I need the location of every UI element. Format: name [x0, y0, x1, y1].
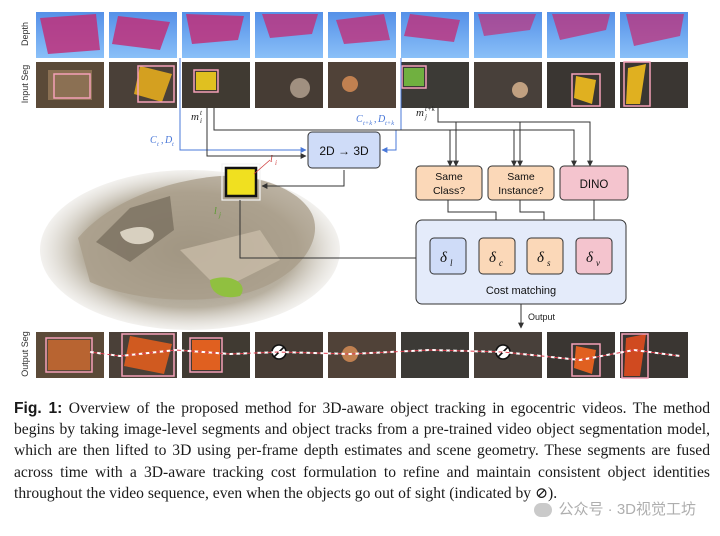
- edge-depth-t-to-lift: [179, 58, 307, 153]
- svg-text:t+k: t+k: [363, 120, 372, 127]
- depth-frame: [182, 12, 250, 58]
- label-m-t-i: m t i: [191, 109, 203, 125]
- svg-text:i: i: [275, 159, 277, 167]
- label-m-tk-j: m t+k j: [416, 105, 436, 121]
- svg-text:D: D: [377, 114, 386, 125]
- output-seg-frame: [328, 332, 396, 378]
- svg-text:v: v: [596, 258, 600, 268]
- svg-text:t+k: t+k: [425, 105, 436, 113]
- depth-frame: [36, 12, 104, 58]
- input-seg-frame: [182, 62, 250, 108]
- wechat-icon: [534, 503, 553, 518]
- svg-text:2D → 3D: 2D → 3D: [319, 144, 369, 158]
- figure-caption: Fig. 1: Overview of the proposed method …: [14, 398, 710, 504]
- lift-block: 2D → 3D: [307, 131, 381, 169]
- delta-v-block: δ v: [575, 237, 613, 275]
- depth-frame: [255, 12, 323, 58]
- edge-mt-to-lift: [206, 108, 307, 159]
- output-seg-frames: [36, 332, 688, 379]
- svg-text:C: C: [356, 114, 363, 125]
- input-seg-frame: [328, 62, 396, 108]
- depth-frame: [401, 12, 469, 58]
- depth-frame: [547, 12, 615, 58]
- input-seg-frame: [255, 62, 323, 108]
- depth-frame: [328, 12, 396, 58]
- depth-frames: [36, 12, 688, 58]
- svg-text:j: j: [218, 211, 221, 219]
- output-seg-frame: [36, 332, 104, 378]
- output-label: Output: [528, 312, 556, 322]
- input-seg-frames: [36, 61, 688, 108]
- svg-text:t: t: [172, 141, 174, 148]
- svg-text:Same: Same: [507, 171, 535, 183]
- delta-c-block: δ c: [478, 237, 516, 275]
- svg-text:C: C: [150, 135, 157, 146]
- svg-text:δ: δ: [537, 250, 545, 266]
- label-c-t-d-t: C t , D t: [150, 135, 174, 148]
- svg-text:t+k: t+k: [385, 120, 394, 127]
- input-seg-frame: [547, 62, 615, 108]
- watermark-text: 公众号 · 3D视觉工坊: [558, 501, 696, 518]
- svg-text:Class?: Class?: [433, 185, 465, 197]
- svg-text:,: ,: [161, 135, 164, 146]
- svg-text:i: i: [200, 117, 202, 125]
- svg-text:δ: δ: [440, 250, 448, 266]
- svg-text:t: t: [200, 109, 203, 117]
- svg-text:c: c: [499, 258, 503, 268]
- edge-mt-to-branches: [213, 108, 577, 167]
- svg-text:DINO: DINO: [580, 179, 609, 191]
- input-seg-frame: [36, 62, 104, 108]
- output-seg-frame: [255, 332, 323, 378]
- row-label-depth: Depth: [20, 22, 30, 46]
- svg-text:δ: δ: [586, 250, 594, 266]
- output-seg-frame: [182, 332, 250, 378]
- row-label-input-seg: Input Seg: [20, 65, 30, 104]
- input-seg-frame: [401, 62, 469, 108]
- svg-text:l: l: [214, 206, 217, 217]
- edge-scene-li: [253, 159, 271, 175]
- row-label-output-seg: Output Seg: [20, 331, 30, 377]
- svg-text:j: j: [424, 113, 427, 121]
- caption-end: ).: [548, 484, 558, 502]
- edge-mtk-to-branches: [437, 108, 593, 167]
- depth-frame: [474, 12, 542, 58]
- svg-text:δ: δ: [489, 250, 497, 266]
- method-overview-diagram: Depth Input Seg Output Seg: [20, 12, 688, 379]
- input-seg-frame: [620, 61, 688, 108]
- edge-lift-to-scene: [261, 170, 345, 189]
- label-l-j: l j: [214, 206, 221, 219]
- dino-block: DINO: [559, 165, 629, 201]
- caption-text: Overview of the proposed method for 3D-a…: [14, 400, 710, 502]
- same-class-block: Same Class?: [415, 165, 483, 201]
- input-seg-frame: [474, 62, 542, 108]
- svg-text:l: l: [450, 258, 453, 268]
- output-seg-frame: [109, 332, 177, 378]
- label-c-tk-d-tk: C t+k , D t+k: [356, 114, 394, 127]
- svg-text:s: s: [547, 258, 551, 268]
- svg-text:Cost matching: Cost matching: [486, 285, 556, 297]
- delta-l-block: δ l: [429, 237, 467, 275]
- svg-text:l: l: [270, 154, 273, 165]
- svg-text:Same: Same: [435, 171, 463, 183]
- svg-text:m: m: [191, 111, 199, 123]
- depth-frame: [620, 12, 688, 58]
- svg-text:Instance?: Instance?: [498, 185, 544, 197]
- depth-frame: [109, 12, 177, 58]
- scene-reconstruction: [40, 163, 340, 330]
- svg-text:t: t: [157, 141, 159, 148]
- out-of-sight-symbol: ⊘: [534, 484, 549, 502]
- edge-scene-to-delta-l: [239, 200, 429, 261]
- label-l-i: l i: [270, 154, 277, 167]
- track-line: [89, 348, 681, 362]
- caption-label: Fig. 1:: [14, 400, 63, 417]
- delta-s-block: δ s: [526, 237, 564, 275]
- svg-text:m: m: [416, 107, 424, 119]
- same-instance-block: Same Instance?: [487, 165, 555, 201]
- watermark: 公众号 · 3D视觉工坊: [534, 498, 696, 519]
- svg-text:D: D: [164, 135, 173, 146]
- svg-text:,: ,: [374, 114, 377, 125]
- input-seg-frame: [109, 62, 177, 108]
- track-line-red: [89, 349, 681, 361]
